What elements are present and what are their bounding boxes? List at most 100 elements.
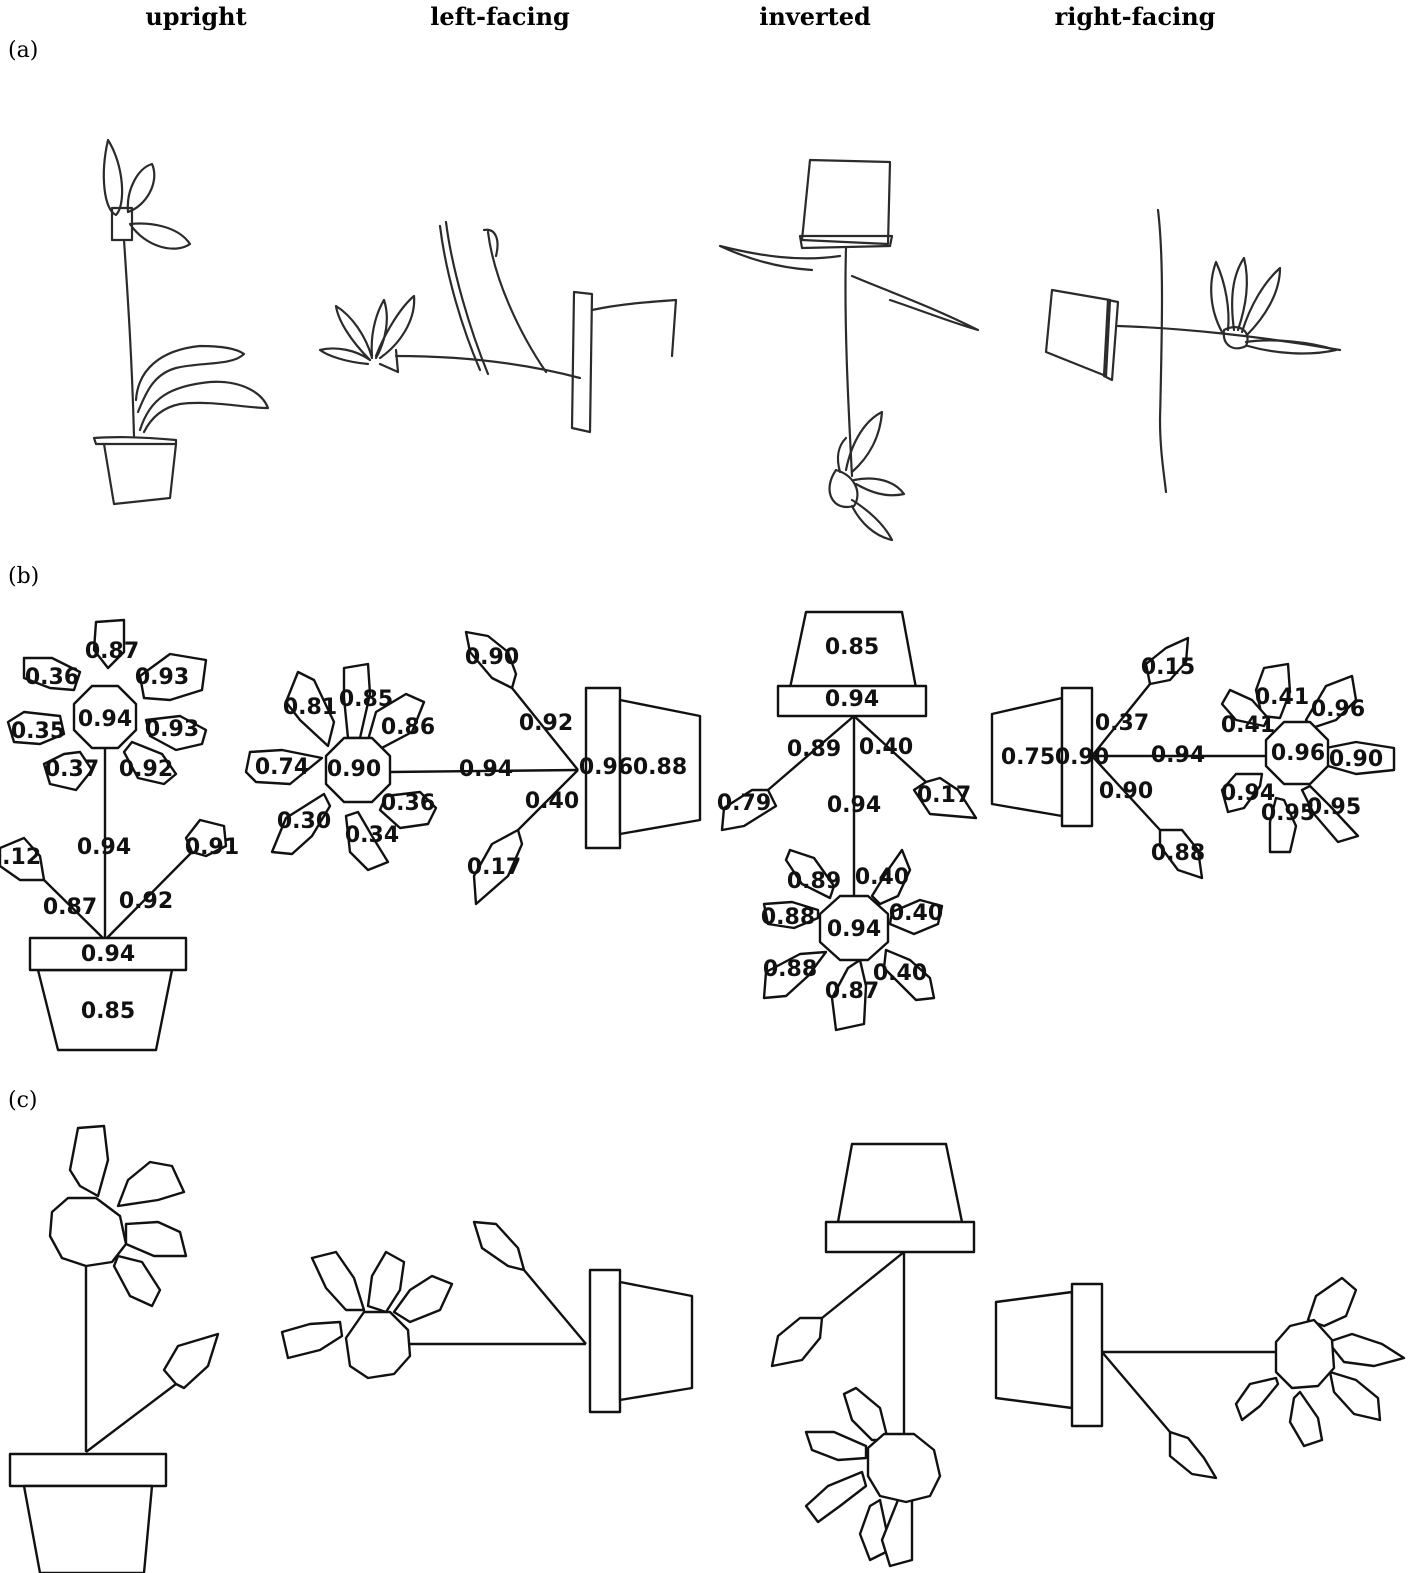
left-facing-petal-3-label: 0.86	[381, 715, 435, 740]
inverted-pot-rim-label: 0.94	[825, 687, 879, 712]
inverted-petal-7-label: 0.88	[761, 905, 815, 930]
left-facing-petal-6-label: 0.34	[345, 823, 399, 848]
left-leaf-top	[464, 630, 518, 690]
upright-petal-5-label: 0.37	[45, 757, 99, 782]
recon-right-facing	[994, 1276, 1406, 1480]
row-label-b: (b)	[8, 564, 40, 589]
inverted-petal-1-label: 0.89	[787, 869, 841, 894]
left-facing-petal-1-label: 0.81	[283, 695, 337, 720]
left-facing-branch-top-label: 0.92	[519, 711, 573, 736]
left-flower-center	[324, 736, 392, 804]
upright-petal-6-label: 0.35	[11, 719, 65, 744]
model-inverted	[720, 610, 978, 1032]
upright-leaf-right-label: 0.91	[185, 835, 239, 860]
right-leaf-top	[1144, 636, 1190, 686]
model-upright	[0, 618, 228, 1052]
right-facing-petal-3-label: 0.96	[1311, 697, 1365, 722]
sketch-right-facing	[1044, 208, 1342, 494]
left-facing-flower-center-label: 0.90	[327, 757, 381, 782]
inverted-leaf-right-label: 0.17	[917, 783, 971, 808]
right-facing-petal-5-label: 0.95	[1307, 795, 1361, 820]
left-facing-petal-2-label: 0.85	[339, 687, 393, 712]
model-left-facing	[244, 630, 702, 906]
inverted-pot-rim	[776, 684, 928, 718]
upright-pot-body-label: 0.85	[81, 999, 135, 1024]
row-a-sketches	[92, 138, 1342, 542]
upright-pot-rim	[28, 936, 188, 972]
upright-stem-label: 0.94	[77, 835, 131, 860]
upright-petal-2-label: 0.93	[135, 665, 189, 690]
upright-petal-7-label: 0.36	[25, 665, 79, 690]
upright-leaf-right	[184, 818, 228, 858]
row-label-c: (c)	[8, 1088, 38, 1113]
inverted-leaf-left-label: 0.79	[717, 791, 771, 816]
inverted-branch-left-label: 0.89	[787, 737, 841, 762]
sketch-inverted	[718, 158, 980, 542]
left-facing-branch-bottom-label: 0.40	[525, 789, 579, 814]
left-facing-petal-7-label: 0.36	[381, 791, 435, 816]
row-c-models	[8, 1124, 1406, 1573]
left-leaf-bottom	[472, 828, 524, 906]
left-facing-leaf-top-label: 0.90	[465, 645, 519, 670]
left-facing-leaf-bottom-label: 0.17	[467, 855, 521, 880]
left-facing-pot-rim-label: 0.96	[579, 755, 633, 780]
inverted-petal-6-label: 0.88	[763, 957, 817, 982]
upright-leaf-left	[0, 836, 46, 882]
recon-inverted	[770, 1142, 976, 1568]
left-pot-body	[618, 698, 702, 836]
row-b-confidence-labels: 0.870.930.930.920.370.350.360.940.940.12…	[0, 635, 1383, 1024]
right-facing-petal-7-label: 0.94	[1221, 781, 1275, 806]
left-facing-stem-label: 0.94	[459, 757, 513, 782]
recon-left-facing	[280, 1220, 694, 1414]
upright-pot-rim-label: 0.94	[81, 942, 135, 967]
right-facing-petal-2-label: 0.41	[1221, 713, 1275, 738]
upright-petal-3-label: 0.93	[145, 717, 199, 742]
recon-upright	[8, 1124, 220, 1573]
column-header-inverted: inverted	[759, 2, 871, 31]
right-facing-flower-center-label: 0.96	[1271, 741, 1325, 766]
upright-branch-left-label: 0.87	[43, 895, 97, 920]
column-header-left-facing: left-facing	[430, 2, 570, 31]
right-facing-leaf-bottom-label: 0.88	[1151, 841, 1205, 866]
sketch-upright	[92, 138, 270, 506]
upright-branch-right-label: 0.92	[119, 889, 173, 914]
right-facing-petal-6-label: 0.95	[1261, 801, 1315, 826]
upright-flower-center	[72, 684, 138, 750]
inverted-petal-4-label: 0.40	[873, 961, 927, 986]
right-facing-leaf-top-label: 0.15	[1141, 655, 1195, 680]
model-right-facing	[990, 636, 1396, 880]
upright-petal-4-label: 0.92	[119, 757, 173, 782]
upright-petal-1-label: 0.87	[85, 639, 139, 664]
left-pot-rim	[584, 686, 622, 850]
inverted-stem-label: 0.94	[827, 793, 881, 818]
right-facing-branch-top-label: 0.37	[1095, 711, 1149, 736]
inverted-branch-right-label: 0.40	[859, 735, 913, 760]
right-facing-pot-rim-label: 0.90	[1055, 745, 1109, 770]
row-label-a: (a)	[8, 38, 39, 63]
left-facing-petal-5-label: 0.30	[277, 809, 331, 834]
right-facing-petal-1-label: 0.41	[1255, 685, 1309, 710]
inverted-flower-center	[818, 894, 890, 962]
right-pot-rim	[1060, 686, 1094, 828]
right-facing-pot-body-label: 0.75	[1001, 745, 1055, 770]
column-header-right-facing: right-facing	[1054, 2, 1216, 31]
right-facing-petal-4-label: 0.90	[1329, 747, 1383, 772]
right-facing-branch-bottom-label: 0.90	[1099, 779, 1153, 804]
column-header-upright: upright	[145, 2, 247, 31]
inverted-flower-center-label: 0.94	[827, 917, 881, 942]
inverted-petal-5-label: 0.87	[825, 979, 879, 1004]
right-flower-center	[1264, 720, 1330, 786]
right-leaf-bottom	[1158, 828, 1204, 880]
sketch-left-facing	[318, 220, 678, 434]
inverted-leaf-right	[912, 776, 978, 820]
right-facing-stem-label: 0.94	[1151, 743, 1205, 768]
upright-flower-center-label: 0.94	[78, 707, 132, 732]
inverted-petal-3-label: 0.40	[889, 901, 943, 926]
left-facing-petal-4-label: 0.74	[255, 755, 309, 780]
upright-leaf-left-label: 0.12	[0, 845, 41, 870]
left-facing-pot-body-label: 0.88	[633, 755, 687, 780]
inverted-petal-2-label: 0.40	[855, 865, 909, 890]
inverted-pot-body-label: 0.85	[825, 635, 879, 660]
row-b-models	[0, 610, 1396, 1052]
